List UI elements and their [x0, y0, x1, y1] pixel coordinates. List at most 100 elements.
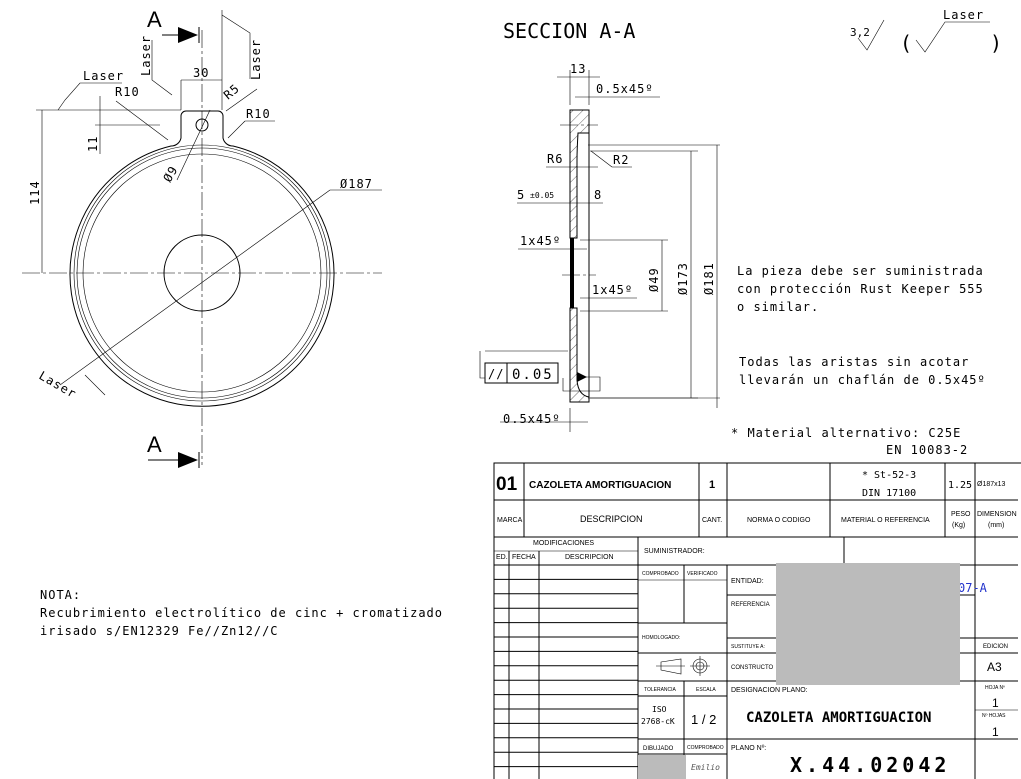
- edicion-value: A3: [987, 660, 1002, 674]
- dim-r5: R5: [221, 81, 243, 102]
- note-line: EN 10083-2: [886, 443, 968, 457]
- dim-114: 114: [28, 180, 42, 205]
- part-descripcion: CAZOLETA AMORTIGUACION: [529, 480, 671, 491]
- section-title: SECCION A-A: [503, 19, 635, 43]
- modifications-rows: [494, 564, 638, 768]
- title-block: 01 CAZOLETA AMORTIGUACION 1 * St-52-3 DI…: [493, 462, 1021, 779]
- verificado-label: VERIFICADO: [687, 571, 718, 577]
- hoja-label: HOJA Nº: [985, 685, 1005, 691]
- note-line: * Material alternativo: C25E: [731, 426, 961, 440]
- part-material-norm: DIN 17100: [862, 488, 916, 499]
- hoja-value: 1: [992, 696, 999, 710]
- recess-circle: [82, 153, 322, 393]
- dim-chamfer-1: 1x45º: [520, 234, 561, 248]
- note-line: o similar.: [737, 300, 819, 314]
- section-arrow-icon: [178, 27, 198, 43]
- header-norma: NORMA O CODIGO: [747, 517, 811, 524]
- laser-finish-mark: [221, 14, 251, 79]
- part-cant: 1: [709, 479, 715, 491]
- chamfer-circle: [73, 144, 331, 402]
- dim-d187: Ø187: [340, 177, 373, 191]
- part-dimension: Ø187x13: [977, 481, 1006, 488]
- dim-chamfer-top: 0.5x45º: [596, 82, 654, 96]
- dim-13: 13: [570, 62, 586, 76]
- header-dimension-unit: (mm): [988, 522, 1004, 529]
- dim-chamfer-2: 1x45º: [592, 283, 633, 297]
- dim-r2: R2: [613, 153, 629, 167]
- note-line: La pieza debe ser suministrada: [737, 264, 984, 278]
- laser-finish-mark: [84, 374, 106, 396]
- tolerancia-value-1: ISO: [652, 705, 667, 714]
- dim-30: 30: [193, 66, 209, 80]
- projection-symbol-icon: [656, 656, 710, 676]
- nota-line: Recubrimiento electrolítico de cinc + cr…: [40, 606, 443, 620]
- part-material: * St-52-3: [862, 470, 916, 481]
- dim-r10-right: R10: [246, 107, 271, 121]
- part-outline: [69, 110, 335, 407]
- inner-circle: [76, 147, 328, 399]
- section-mark-bottom: A: [147, 432, 162, 457]
- escala-label: ESCALA: [696, 687, 716, 693]
- designacion-label: DESIGNACION PLANO:: [731, 687, 808, 694]
- dim-5: 5: [517, 188, 525, 202]
- referencia-label: REFERENCIA: [731, 602, 770, 608]
- dim-r10-left: R10: [115, 85, 140, 99]
- entidad-code: 07-A: [958, 581, 988, 595]
- mods-descripcion: DESCRIPCION: [565, 554, 614, 561]
- header-peso-unit: (Kg): [952, 522, 965, 529]
- note-line: llevarán un chaflán de 0.5x45º: [739, 373, 986, 387]
- tolerance-frame: [484, 362, 559, 384]
- dim-d9: Ø9: [160, 163, 180, 184]
- tolerance-value: 0.05: [512, 367, 554, 383]
- plano-number: X.44.02042: [790, 753, 950, 777]
- dim-chamfer-bottom: 0.5x45º: [503, 412, 561, 426]
- plano-label: PLANO Nº:: [731, 745, 766, 752]
- laser-finish-mark: [57, 82, 122, 111]
- tolerancia-label: TOLERANCIA: [644, 687, 677, 693]
- nota-line: irisado s/EN12329 Fe//Zn12//C: [40, 624, 279, 638]
- comprobado-label: COMPROBADO: [642, 571, 679, 577]
- section-mark-top: A: [147, 7, 162, 32]
- surface-finish-symbol: 3,2 Laser ( ): [850, 8, 1002, 55]
- mods-ed: ED.: [496, 554, 508, 561]
- paren-close: ): [990, 31, 1002, 55]
- note-line: Todas las aristas sin acotar: [739, 355, 969, 369]
- part-marca: 01: [496, 474, 518, 495]
- comprobado-label-2: COMPROBADO: [687, 745, 724, 751]
- roughness-value: 3,2: [850, 26, 870, 39]
- dim-5-tolerance: ±0.05: [530, 191, 554, 200]
- datum-triangle-icon: [577, 372, 587, 382]
- sustituye-label: SUSTITUYE A:: [731, 644, 765, 650]
- dim-d181: Ø181: [702, 262, 716, 295]
- escala-value: 1 / 2: [691, 712, 716, 727]
- suministrador-label: SUMINISTRADOR:: [644, 548, 705, 555]
- center-hole: [163, 234, 241, 312]
- title-block-grid: [493, 462, 1021, 779]
- redaction-box: [638, 755, 686, 779]
- header-peso: PESO: [951, 511, 971, 518]
- notes: La pieza debe ser suministrada con prote…: [40, 264, 986, 638]
- nota-title: NOTA:: [40, 588, 81, 602]
- header-descripcion: DESCRIPCION: [580, 514, 643, 524]
- header-material: MATERIAL O REFERENCIA: [841, 517, 930, 524]
- n-hojas-value: 1: [992, 725, 999, 739]
- modificaciones-title: MODIFICACIONES: [533, 540, 594, 547]
- redaction-box: [776, 563, 960, 685]
- entidad-label: ENTIDAD:: [731, 578, 764, 585]
- part-peso: 1.25: [948, 480, 972, 491]
- dibujado-label: DIBUJADO: [643, 746, 674, 752]
- section-arrow-icon: [178, 452, 198, 468]
- tolerancia-value-2: 2768-cK: [641, 717, 675, 726]
- mods-fecha: FECHA: [512, 554, 536, 561]
- laser-label: Laser: [83, 69, 124, 83]
- lug-hole: [195, 118, 209, 132]
- constructor-label: CONSTRUCTO: [731, 665, 774, 671]
- homologado-label: HOMOLOGADO:: [642, 635, 680, 641]
- header-marca: MARCA: [497, 517, 523, 524]
- dim-d49: Ø49: [647, 267, 661, 292]
- laser-label: Laser: [139, 35, 153, 76]
- section-view: SECCION A-A // 0.05 13 0.5x45º R6 R2 5 ±…: [479, 19, 720, 432]
- front-view: A A Laser Laser Laser Laser 30 R10 R10 R…: [22, 7, 382, 468]
